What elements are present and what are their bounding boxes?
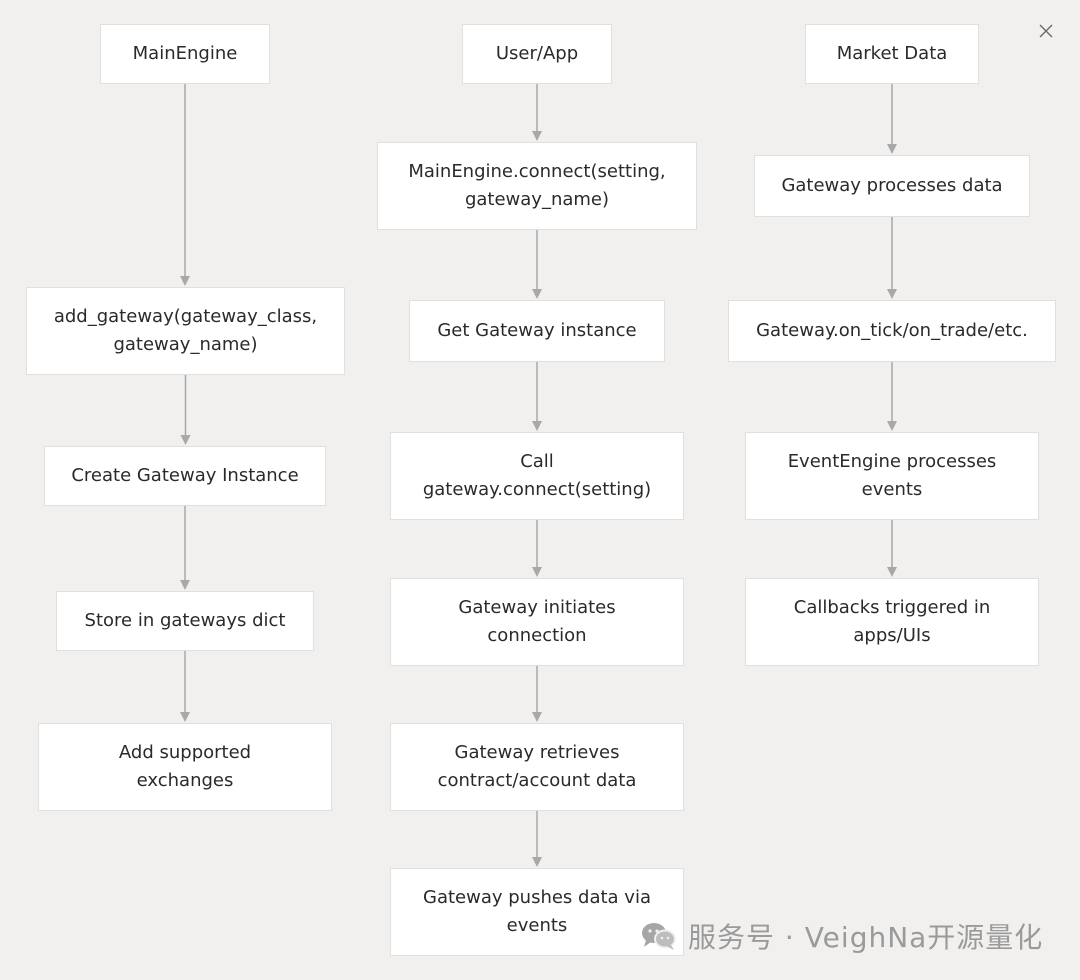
node-label: MainEngine.connect(setting,gateway_name) [408,161,666,210]
wechat-icon [640,920,678,952]
node-label: Create Gateway Instance [71,465,299,486]
arrowhead [532,289,542,299]
node-label: Store in gateways dict [84,610,286,631]
arrowhead [532,421,542,431]
column-header-market-data: Market Data [805,24,979,84]
close-button[interactable] [1033,18,1059,44]
flow-step-market-data-2: Gateway.on_tick/on_trade/etc. [728,300,1056,362]
arrowhead [887,567,897,577]
arrowhead [180,580,190,590]
flow-step-mainengine-3: Store in gateways dict [56,591,314,651]
arrowhead [532,131,542,141]
node-label: MainEngine [132,43,238,64]
node-label: Get Gateway instance [437,320,637,341]
watermark: 服务号 · VeighNa开源量化 [640,914,1043,958]
node-label: Market Data [836,43,948,64]
arrowhead [532,712,542,722]
flow-step-user-app-2: Get Gateway instance [409,300,665,362]
arrowhead [180,276,190,286]
flow-step-mainengine-2: Create Gateway Instance [44,446,326,506]
flow-step-market-data-1: Gateway processes data [754,155,1030,217]
arrowhead [887,421,897,431]
arrowhead [887,289,897,299]
flow-step-mainengine-1: add_gateway(gateway_class,gateway_name) [26,287,345,375]
arrowhead [180,435,191,445]
arrowhead [532,567,542,577]
node-label: User/App [495,43,579,64]
flow-step-user-app-1: MainEngine.connect(setting,gateway_name) [377,142,697,230]
node-label: add_gateway(gateway_class,gateway_name) [53,306,318,355]
close-icon [1039,24,1053,38]
column-header-user-app: User/App [462,24,612,84]
column-header-mainengine: MainEngine [100,24,270,84]
node-label: Gateway.on_tick/on_trade/etc. [756,320,1028,341]
arrowhead [887,144,897,154]
node-label: Gateway processes data [781,175,1003,196]
watermark-text: 服务号 · VeighNa开源量化 [688,921,1044,954]
arrowhead [180,712,190,722]
arrowhead [532,857,542,867]
